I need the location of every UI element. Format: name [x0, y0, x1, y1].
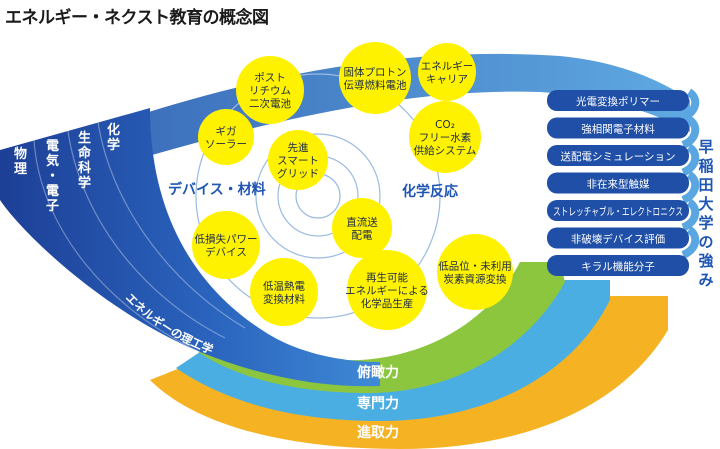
strength-label-5: ストレッチャブル・エレクトロニクス [553, 205, 683, 218]
field-chemistry: 化学 [107, 122, 120, 153]
page-title: エネルギー・ネクスト教育の概念図 [5, 8, 269, 28]
topic-circle-2-label: 固体プロトン伝導燃料電池 [344, 67, 407, 92]
strength-label-1: 光電変換ポリマー [576, 95, 660, 108]
strength-item-1: 光電変換ポリマー [547, 88, 700, 122]
strength-bar-3 [547, 145, 689, 166]
strength-label-3: 送配電シミュレーション [560, 150, 675, 163]
skill-label-1: 俯瞰力 [357, 364, 399, 381]
strength-item-6: 非破壊デバイス評価 [547, 226, 700, 259]
fields-stripe-2 [67, 130, 226, 339]
topic-circle-8: 低損失パワーデバイス [192, 211, 260, 279]
topic-circle-6: 再生可能エネルギーによる化学品生産 [345, 250, 429, 330]
skill-label-2: 専門力 [357, 395, 399, 412]
strength-curl-6 [681, 226, 700, 259]
field-labels: 物理 電気・電子 生命科学 化学 [14, 122, 120, 214]
strength-item-7: キラル機能分子 [547, 255, 689, 276]
topic-circle-3-bubble [418, 43, 476, 101]
topic-circle-6-bubble [347, 250, 427, 330]
topic-circle-8-bubble [192, 211, 260, 279]
topic-circle-1: ポストリチウム二次電池 [236, 56, 304, 124]
topic-circle-9: ギガソーラー [198, 109, 254, 165]
strength-label-4: 非在来型触媒 [587, 178, 650, 191]
fields-sweep [0, 108, 380, 387]
sky-band [176, 280, 610, 421]
strength-curl-1 [681, 88, 700, 122]
strength-curl-4 [681, 171, 700, 204]
strengths-stack: 光電変換ポリマー強相関電子材料送配電シミュレーション非在来型触媒ストレッチャブル… [547, 88, 700, 276]
topic-circle-3: エネルギーキャリア [418, 43, 476, 101]
middle-ring [255, 133, 381, 259]
top-sweep-band [0, 53, 690, 200]
field-physics: 物理 [14, 146, 27, 177]
inner-topic-circle-2: 直流送配電 [332, 198, 392, 258]
topic-circle-5-label: 低品位・未利用炭素資源変換 [438, 260, 512, 286]
strength-bar-5 [547, 200, 689, 221]
fields-stripe-3 [97, 121, 246, 329]
topic-circle-6-label: 再生可能エネルギーによる化学品生産 [345, 271, 429, 310]
strength-label-2: 強相関電子材料 [581, 123, 655, 136]
strength-item-2: 強相関電子材料 [547, 116, 700, 149]
topic-circle-7-label: 低温熱電変換材料 [263, 280, 305, 306]
strength-label-6: 非破壊デバイス評価 [571, 233, 665, 246]
strength-bar-6 [547, 227, 689, 249]
side-title: 早稲田大学の強み [698, 138, 714, 289]
outer-ring [195, 73, 441, 319]
strength-item-4: 非在来型触媒 [547, 171, 700, 204]
strength-label-7: キラル機能分子 [581, 260, 655, 273]
strength-curl-5 [681, 198, 700, 232]
strength-bar-7 [547, 255, 689, 276]
topic-circle-2-bubble [339, 42, 411, 114]
strength-curl-2 [681, 116, 700, 149]
topic-circle-2: 固体プロトン伝導燃料電池 [339, 42, 411, 114]
topic-circle-3-label: エネルギーキャリア [421, 61, 474, 86]
strength-bar-2 [547, 117, 689, 139]
topic-circle-9-label: ギガソーラー [205, 126, 247, 151]
strength-item-5: ストレッチャブル・エレクトロニクス [547, 198, 700, 232]
topic-circle-4-bubble [409, 101, 481, 173]
topic-circle-7-bubble [250, 258, 318, 326]
topic-circle-5-bubble [437, 234, 513, 310]
skill-label-3: 進取力 [357, 424, 399, 441]
inner-topic-circle-1: 先進スマートグリッド [268, 130, 328, 190]
topic-circle-1-bubble [236, 56, 304, 124]
field-life-science: 生命科学 [77, 130, 92, 191]
strength-item-3: 送配電シミュレーション [547, 143, 700, 177]
topic-circle-9-bubble [198, 109, 254, 165]
inner-topic-circle-1-bubble [268, 130, 328, 190]
inner-topic-circle-2-bubble [332, 198, 392, 258]
inner-topic-circle-2-label: 直流送配電 [346, 216, 378, 242]
topic-circle-7: 低温熱電変換材料 [250, 258, 318, 326]
fields-stripe-1 [33, 139, 201, 353]
inner-topic-circle-1-label: 先進スマートグリッド [277, 142, 319, 180]
topic-circle-8-label: 低損失パワーデバイス [195, 233, 258, 259]
strength-curl-3 [681, 143, 700, 177]
strength-bar-1 [547, 90, 689, 111]
topic-circle-5: 低品位・未利用炭素資源変換 [437, 234, 513, 310]
topic-circle-1-label: ポストリチウム二次電池 [249, 72, 291, 110]
strength-bar-4 [547, 172, 689, 194]
field-electric: 電気・電子 [46, 139, 59, 214]
group-label-device: デバイス・材料 [168, 181, 266, 198]
group-label-chemical: 化学反応 [402, 183, 458, 200]
